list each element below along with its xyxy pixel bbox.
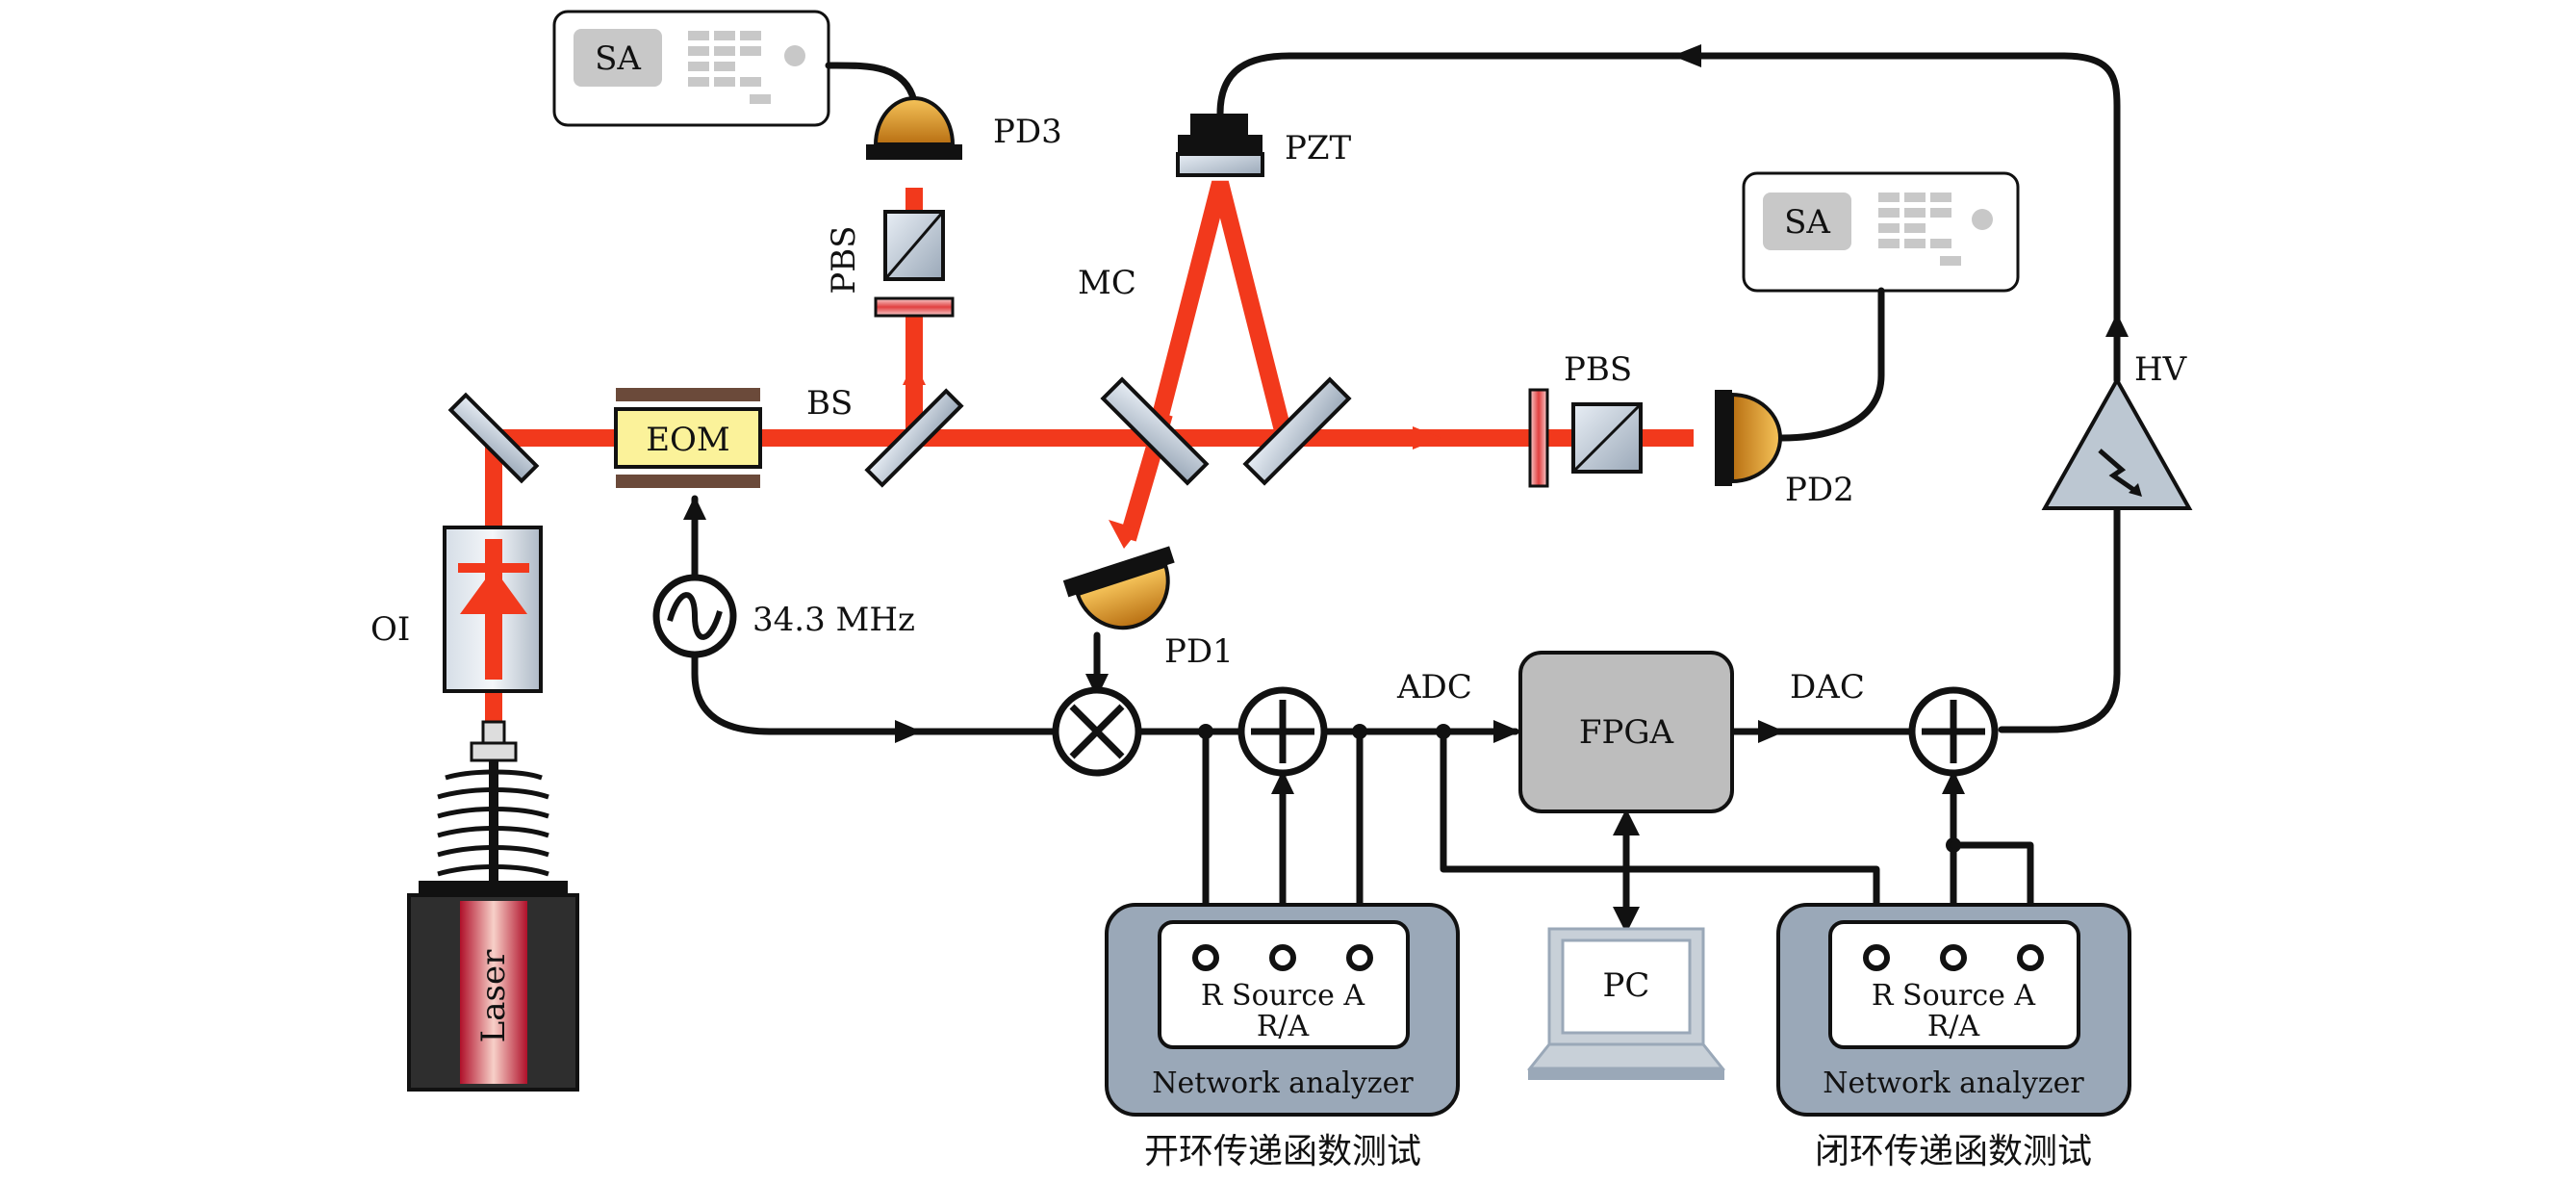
laser-label: Laser: [474, 949, 513, 1042]
network-analyzer-right: R Source A R/A Network analyzer: [1776, 903, 2131, 1117]
adc-arrow-icon: [1493, 720, 1520, 743]
adder-left: [1237, 686, 1328, 777]
photodiode-pd2: [1715, 390, 1782, 486]
hv-amplifier: [2041, 375, 2193, 510]
right-analyzer-title: Network analyzer: [1823, 1066, 2084, 1100]
adc-label: ADC: [1396, 668, 1472, 707]
optical-isolator: [443, 526, 543, 693]
beam-arrow-up-icon: [903, 361, 926, 385]
lo-arrow-icon: [895, 720, 922, 743]
fpga-box: FPGA: [1518, 651, 1734, 813]
fpga-label: FPGA: [1579, 713, 1674, 752]
frequency-label: 34.3 MHz: [752, 601, 915, 639]
right-source-arrow-icon: [1942, 770, 1965, 794]
photodiode-pd1: [1062, 546, 1175, 630]
pd3-label: PD3: [993, 113, 1062, 151]
left-analyzer-source-sub: R/A: [1257, 1010, 1310, 1043]
beam-arrow-pd1-icon: [1109, 520, 1139, 549]
dac-arrow-icon: [1758, 720, 1785, 743]
network-analyzer-left: R Source A R/A Network analyzer: [1105, 903, 1460, 1117]
hv-arrow-icon: [2105, 313, 2129, 337]
cavity-mirror-right: [1242, 376, 1352, 486]
pc-label: PC: [1603, 966, 1650, 1005]
pzt-mirror: [1176, 114, 1264, 177]
mc-label: MC: [1078, 264, 1136, 302]
right-analyzer-ports: R Source A: [1872, 979, 2035, 1013]
right-analyzer-caption: 闭环传递函数测试: [1815, 1132, 2092, 1171]
pzt-label: PZT: [1285, 129, 1352, 167]
left-source-arrow-icon: [1271, 770, 1294, 794]
cavity-mirror-left: [1100, 376, 1210, 486]
right-analyzer-source-sub: R/A: [1927, 1010, 1980, 1043]
beam-arrow-right-icon: [1413, 426, 1441, 450]
sa-right-label: SA: [1784, 203, 1830, 242]
fpga-pc-up-arrow-icon: [1613, 809, 1640, 835]
oi-label: OI: [370, 610, 410, 649]
pbs-top: [874, 210, 955, 318]
sine-wave-icon: [667, 592, 723, 640]
spectrum-analyzer-right: SA: [1742, 171, 2020, 293]
adder-right: [1908, 686, 1999, 777]
pc-computer: PC: [1526, 927, 1726, 1080]
laser-source: Laser: [407, 720, 579, 1092]
pbs-right-label: PBS: [1564, 350, 1632, 389]
photodiode-pd3: [866, 96, 962, 160]
pbs-top-label: PBS: [825, 225, 863, 294]
left-analyzer-ports: R Source A: [1201, 979, 1365, 1013]
sa-top-label: SA: [595, 39, 641, 78]
eom: EOM: [614, 388, 762, 488]
mirror-left: [447, 392, 540, 484]
bs-label: BS: [806, 384, 853, 423]
mixer: [1052, 686, 1142, 777]
left-analyzer-caption: 开环传递函数测试: [1144, 1132, 1421, 1171]
spectrum-analyzer-top: SA: [552, 10, 830, 127]
eom-label: EOM: [646, 421, 730, 459]
high-voltage-icon: [2098, 449, 2140, 496]
beam-splitter-bs: [864, 388, 964, 488]
rf-oscillator: [652, 574, 737, 658]
pbs-right: [1528, 388, 1643, 488]
loop-arrow-icon: [1672, 44, 1701, 67]
pd2-label: PD2: [1785, 471, 1854, 509]
left-analyzer-title: Network analyzer: [1152, 1066, 1414, 1100]
signal-cables: [683, 44, 2129, 952]
dac-label: DAC: [1790, 668, 1865, 707]
fpga-pc-down-arrow-icon: [1613, 907, 1640, 934]
hv-label: HV: [2134, 350, 2188, 389]
pd1-label: PD1: [1164, 632, 1234, 671]
pd1-arrow-icon: [1085, 674, 1109, 698]
eom-arrow-icon: [683, 496, 706, 520]
